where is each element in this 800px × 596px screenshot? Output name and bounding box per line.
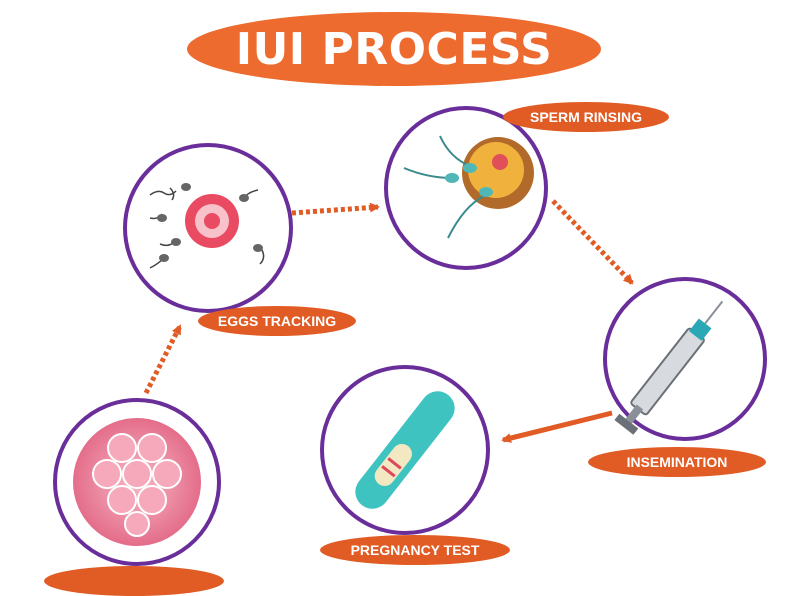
step-label-insemination: INSEMINATION [588,447,766,477]
pregnancy-test-icon [355,391,455,509]
iui-process-diagram: IUI PROCESS EGGS TRACKING SPERM RINSING … [44,12,767,596]
arrow-sperm-to-insemination [551,199,634,285]
arrow-insemination-to-test [501,410,613,443]
page-title: IUI PROCESS [235,23,553,75]
step-label-egg-cluster [44,566,224,596]
egg-with-sperm-icon [462,137,534,209]
title-banner: IUI PROCESS [187,12,601,86]
cell-cluster-icon [92,433,182,537]
syringe-icon [614,300,724,435]
step-label-pregnancy-test: PREGNANCY TEST [320,535,510,565]
arrow-eggs-to-sperm [291,202,380,216]
sperm-rinsing-circle [384,106,548,270]
diagram-canvas [53,106,767,566]
pregnancy-test-circle [320,365,490,535]
egg-cluster-circle [53,398,221,566]
step-label-eggs-tracking: EGGS TRACKING [198,306,356,336]
egg-cell-icon [185,194,239,248]
arrow-cluster-to-eggs [143,324,183,395]
eggs-tracking-circle [123,143,293,313]
step-label-sperm-rinsing: SPERM RINSING [503,102,669,132]
insemination-circle [603,277,767,441]
